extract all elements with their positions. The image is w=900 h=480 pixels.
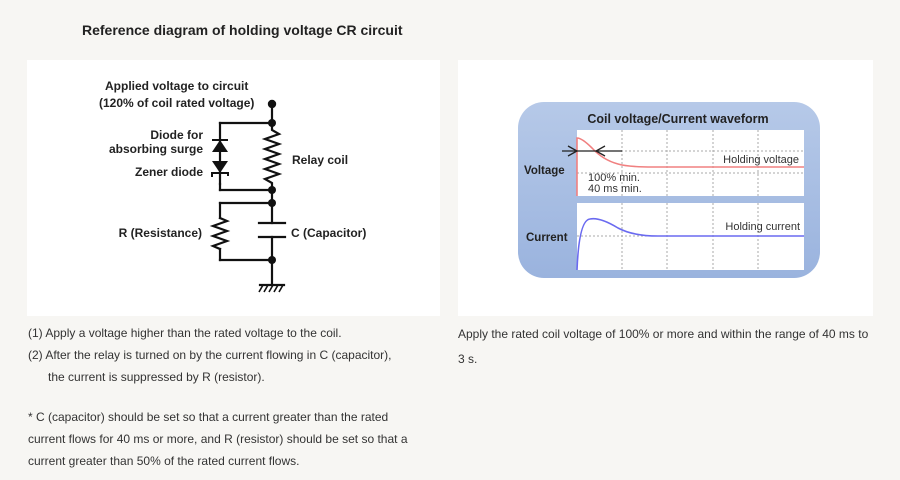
voltage-axis-label: Voltage xyxy=(524,165,565,177)
relay-coil-symbol xyxy=(261,121,283,192)
min-time-label: 40 ms min. xyxy=(588,183,642,195)
note-item-2-continued: the current is suppressed by R (resistor… xyxy=(48,370,265,384)
applied-voltage-label: Applied voltage to circuit xyxy=(105,79,248,93)
circuit-diagram-panel: Applied voltage to circuit (120% of coil… xyxy=(27,60,440,316)
footnote-line-3: current greater than 50% of the rated cu… xyxy=(28,454,300,468)
min-percent-label: 100% min. xyxy=(588,172,640,184)
duration-arrows-icon xyxy=(562,145,622,157)
voltage-waveform-line xyxy=(576,137,804,196)
note-item-1: (1) Apply a voltage higher than the rate… xyxy=(28,326,342,340)
circuit-diagram: Applied voltage to circuit (120% of coil… xyxy=(99,79,366,293)
circuit-notes: (1) Apply a voltage higher than the rate… xyxy=(28,322,448,472)
supply-terminal xyxy=(267,99,277,109)
waveform-title: Coil voltage/Current waveform xyxy=(587,112,768,126)
node xyxy=(268,256,276,264)
capacitor-label: C (Capacitor) xyxy=(291,226,366,240)
holding-voltage-label: Holding voltage xyxy=(723,154,799,166)
ground-icon xyxy=(258,284,284,293)
footnote-line-2: current flows for 40 ms or more, and R (… xyxy=(28,432,408,446)
current-axis-label: Current xyxy=(526,232,568,244)
node xyxy=(268,199,276,207)
page-title: Reference diagram of holding voltage CR … xyxy=(82,22,403,38)
applied-voltage-sublabel: (120% of coil rated voltage) xyxy=(99,96,254,110)
resistor-symbol xyxy=(209,216,231,251)
waveform-diagram: Coil voltage/Current waveform Holding vo… xyxy=(518,102,820,278)
diode-label: Diode for xyxy=(150,128,203,142)
zener-diode-icon xyxy=(211,161,229,177)
footnote-line-1: * C (capacitor) should be set so that a … xyxy=(28,410,389,424)
relay-coil-label: Relay coil xyxy=(292,153,348,167)
diode-icon xyxy=(212,139,228,152)
zener-label: Zener diode xyxy=(135,165,203,179)
note-item-2: (2) After the relay is turned on by the … xyxy=(28,348,392,362)
holding-current-label: Holding current xyxy=(725,221,800,233)
waveform-panel: Coil voltage/Current waveform Holding vo… xyxy=(458,60,873,316)
node xyxy=(268,119,276,127)
node xyxy=(268,186,276,194)
resistance-label: R (Resistance) xyxy=(119,226,202,240)
waveform-note: Apply the rated coil voltage of 100% or … xyxy=(458,327,869,366)
diode-sublabel: absorbing surge xyxy=(109,142,203,156)
current-waveform-line xyxy=(576,217,804,271)
